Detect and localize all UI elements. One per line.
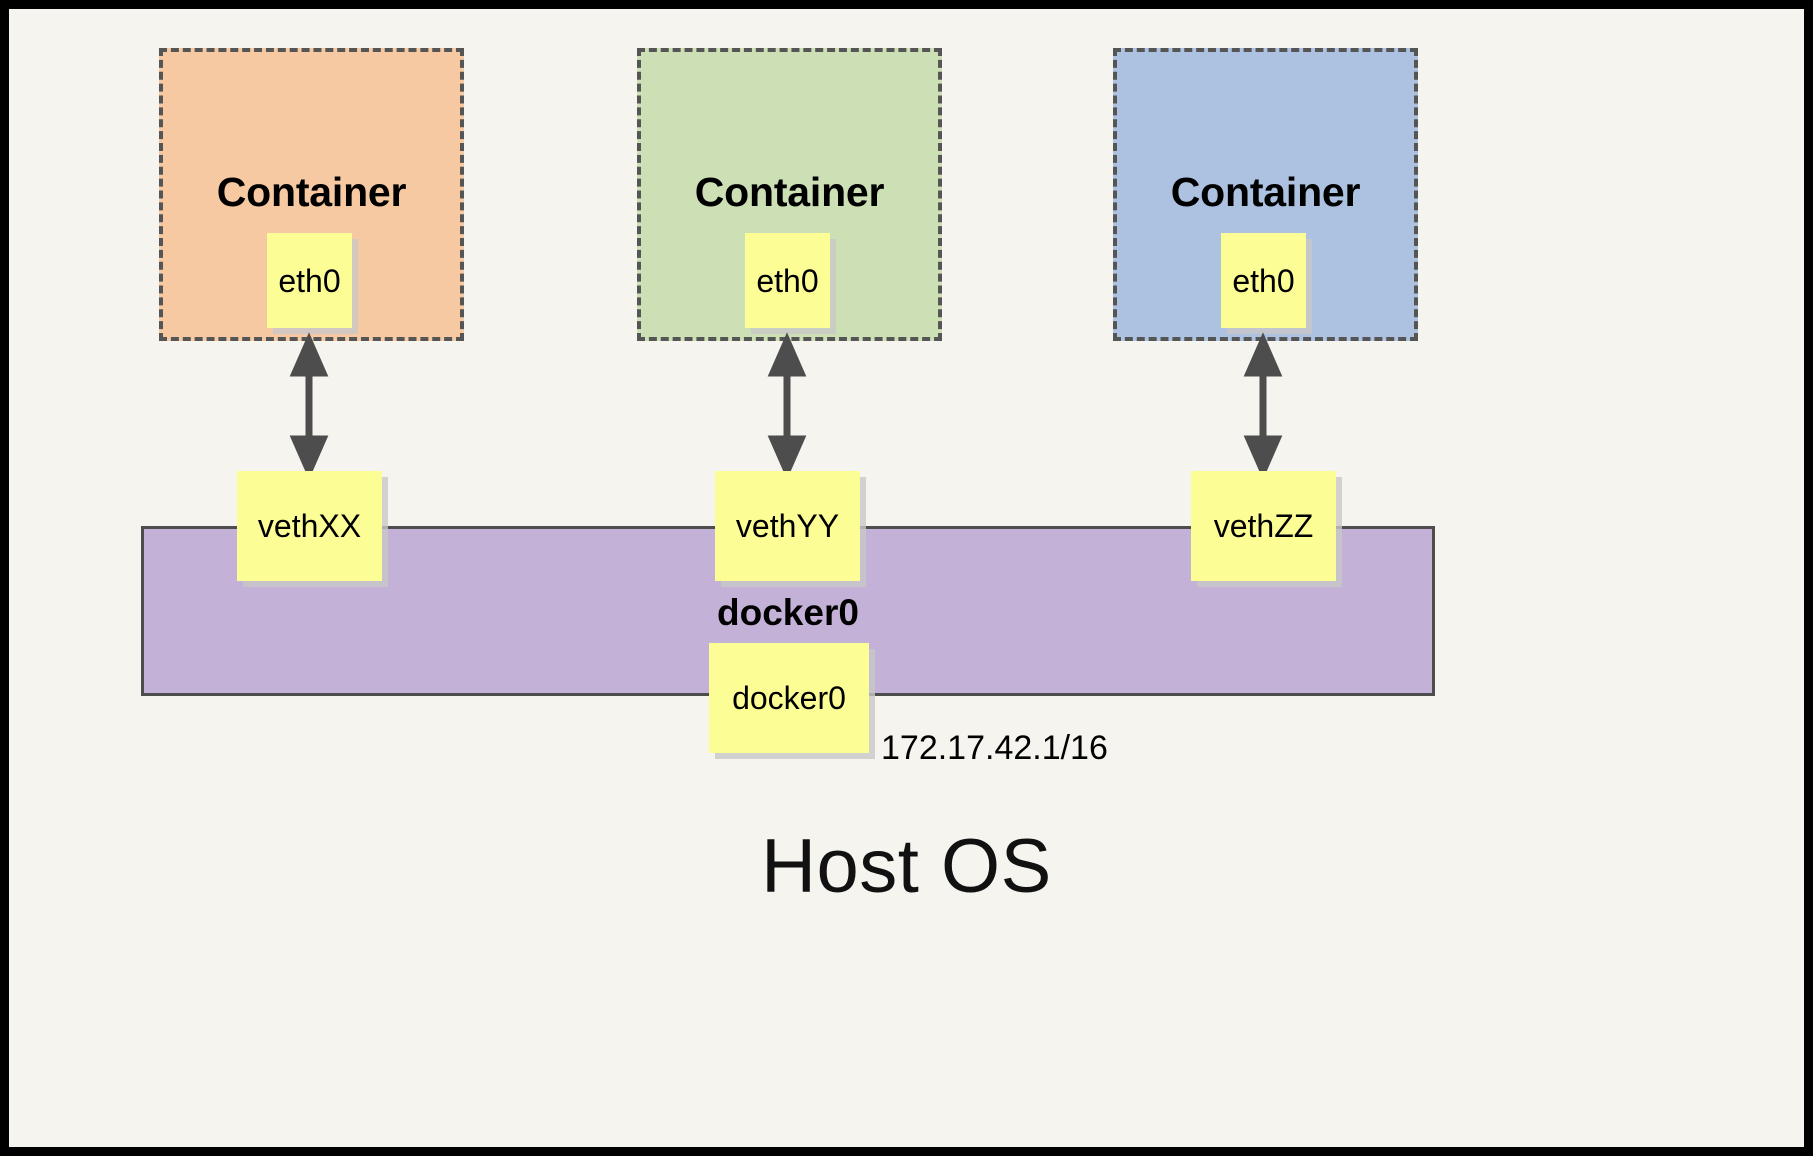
container-eth0-3: eth0 <box>1221 233 1306 328</box>
container-box-2: Container <box>637 48 942 341</box>
veth-box-2: vethYY <box>715 471 860 581</box>
container-title-2: Container <box>694 169 885 215</box>
container-title-3: Container <box>1170 169 1361 215</box>
link-arrow-1 <box>289 332 1283 480</box>
veth-label-1: vethXX <box>257 508 362 544</box>
docker0-iface-box: docker0 <box>709 643 869 753</box>
docker0-bridge-title: docker0 <box>717 592 859 633</box>
docker0-ip-label: 172.17.42.1/16 <box>881 729 1108 767</box>
diagram-stage: Container eth0 Container eth0 Container … <box>9 9 1804 1147</box>
veth-box-1: vethXX <box>237 471 382 581</box>
veth-label-2: vethYY <box>735 508 840 544</box>
container-eth0-label-3: eth0 <box>1232 262 1295 299</box>
container-eth0-label-1: eth0 <box>278 262 341 299</box>
veth-box-3: vethZZ <box>1191 471 1336 581</box>
container-eth0-label-2: eth0 <box>756 262 819 299</box>
docker0-iface-label: docker0 <box>732 680 846 716</box>
container-eth0-1: eth0 <box>267 233 352 328</box>
veth-label-3: vethZZ <box>1213 508 1314 544</box>
container-title-1: Container <box>216 169 407 215</box>
container-eth0-2: eth0 <box>745 233 830 328</box>
host-os-label: Host OS <box>761 824 1052 909</box>
